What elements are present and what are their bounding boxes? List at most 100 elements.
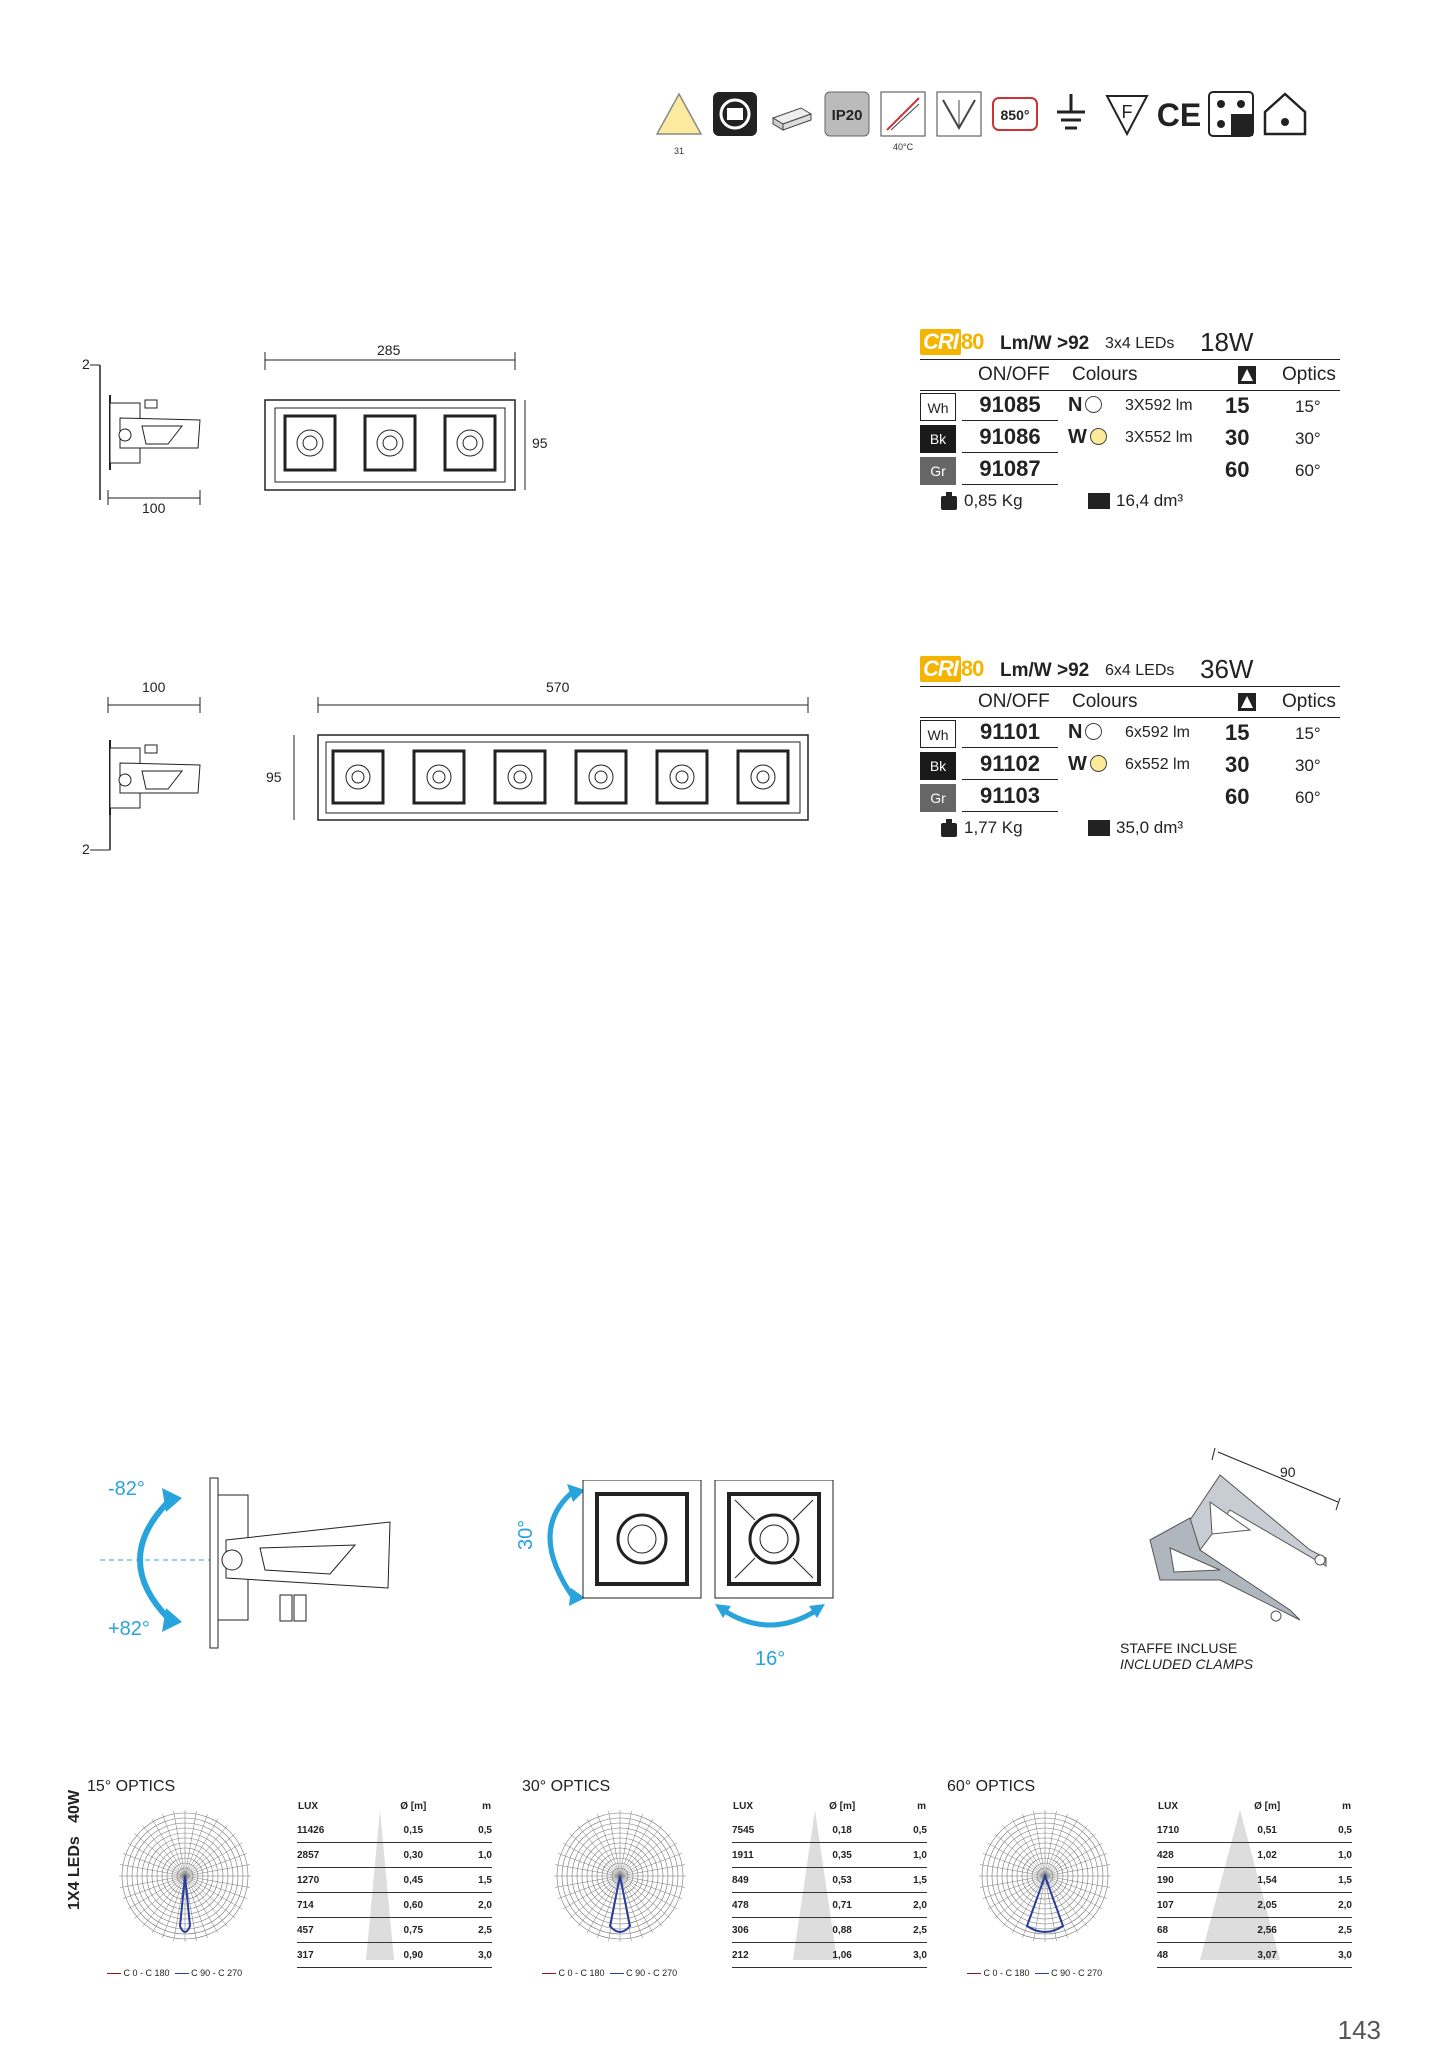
polar-spoke	[162, 1813, 186, 1877]
legend-a: C 0 - C 180	[983, 1968, 1030, 1978]
lux-header: Ø [m]	[829, 1800, 856, 1812]
product-code: 91102	[962, 751, 1058, 780]
polar-spoke	[1044, 1875, 1111, 1888]
swatch-grey: Gr	[920, 457, 956, 485]
polar-legend: C 0 - C 180 C 90 - C 270	[967, 1968, 1102, 1978]
polar-spoke	[586, 1818, 621, 1877]
polar-curve-c90	[1025, 1873, 1065, 1933]
lux-cell: 0,18	[799, 1818, 885, 1843]
neutral-circle-icon	[1085, 723, 1103, 740]
polar-spoke	[122, 1875, 186, 1899]
side-label-leds: 1X4 LEDs	[66, 1836, 83, 1910]
polar-spoke	[619, 1810, 632, 1877]
technical-drawing-2: 100 570 95 2	[70, 665, 830, 865]
col-onoff: ON/OFF	[978, 691, 1050, 712]
lux-cell: 107	[1157, 1892, 1225, 1918]
lux-cell: 2,56	[1224, 1917, 1310, 1943]
polar-spoke	[184, 1842, 243, 1877]
optic-degrees: 30°	[1295, 756, 1321, 775]
colour-letter: W	[1068, 753, 1087, 775]
warm-circle-icon	[1089, 428, 1107, 445]
lux-cell: 2,5	[1309, 1917, 1352, 1943]
polar-spoke	[994, 1875, 1046, 1919]
lux-cell: 317	[297, 1942, 374, 1968]
polar-spoke	[1044, 1833, 1096, 1877]
polar-spoke	[184, 1818, 219, 1877]
polar-diagram	[119, 1810, 251, 1942]
polar-spoke	[557, 1853, 621, 1877]
lux-cell: 1911	[732, 1842, 800, 1868]
lux-header: m	[482, 1800, 491, 1812]
optic-code: 60	[1225, 457, 1250, 482]
lux-cell: 306	[732, 1917, 800, 1943]
dim-small-1: 2	[82, 356, 90, 372]
cri-label: CRI	[920, 656, 961, 682]
polar-spoke	[184, 1875, 228, 1927]
polar-spoke	[577, 1825, 621, 1877]
optic-code: 15	[1225, 393, 1250, 418]
lux-cell: 0,60	[373, 1892, 453, 1918]
dimming-icon	[935, 90, 983, 138]
polar-spoke	[569, 1833, 621, 1877]
lux-cell: 2,05	[1224, 1892, 1310, 1918]
icon-label-31: 31	[674, 146, 685, 156]
legend-b: C 90 - C 270	[626, 1968, 678, 1978]
polar-spoke	[597, 1875, 621, 1939]
lux-header: LUX	[1158, 1800, 1178, 1812]
swatch-grey: Gr	[920, 784, 956, 812]
polar-spoke	[184, 1875, 236, 1919]
optic-code: 60	[1225, 784, 1250, 809]
lux-cell: 0,35	[799, 1842, 885, 1868]
optics-title: 30° OPTICS	[522, 1778, 611, 1795]
lux-cell: 1270	[297, 1867, 374, 1893]
polar-spoke	[554, 1864, 621, 1877]
polar-spoke	[1044, 1875, 1096, 1919]
cri-value: 80	[960, 329, 985, 354]
lux-cell: 1,5	[884, 1867, 927, 1893]
polar-spoke	[184, 1853, 248, 1877]
temp-850-text: 850°	[1001, 107, 1030, 123]
polar-spoke	[1044, 1842, 1103, 1877]
temp-850-icon: 850°	[991, 90, 1039, 138]
swatch-black: Bk	[920, 752, 956, 780]
lux-header: m	[1342, 1800, 1351, 1812]
side-label: 1X4 LEDs 40W	[66, 1760, 84, 1910]
lux-cell: 0,71	[799, 1892, 885, 1918]
product-code: 91086	[962, 424, 1058, 453]
polar-spoke	[184, 1875, 251, 1888]
wattage: 36W	[1200, 654, 1254, 684]
polar-spoke	[994, 1833, 1046, 1877]
table-row: Wh 91085 N 3X592 lm 15 15°	[920, 391, 1340, 423]
lux-cell: 3,07	[1224, 1942, 1310, 1968]
polar-spoke	[619, 1875, 654, 1934]
product-code: 91087	[962, 456, 1058, 485]
polar-spoke	[1002, 1875, 1046, 1927]
lux-cell: 0,53	[799, 1867, 885, 1893]
lux-cell: 0,88	[799, 1917, 885, 1943]
clamps-text-en: INCLUDED CLAMPS	[1120, 1656, 1254, 1672]
lumen: 3X552 lm	[1125, 429, 1193, 446]
polar-spoke	[619, 1825, 663, 1877]
polar-spoke	[1044, 1875, 1103, 1910]
optic-degrees: 60°	[1295, 461, 1321, 480]
table-row: Gr 91087 60 60°	[920, 455, 1340, 487]
product-code: 91103	[962, 783, 1058, 812]
polar-spoke	[184, 1825, 228, 1877]
weight-icon	[940, 818, 958, 843]
dim-small-2: 2	[82, 841, 90, 857]
polar-spoke	[119, 1875, 186, 1888]
led-config: 3x4 LEDs	[1105, 335, 1175, 352]
colour-letter: N	[1068, 721, 1083, 743]
lux-header: LUX	[733, 1800, 753, 1812]
lux-cell: 190	[1157, 1867, 1225, 1893]
legend-b: C 90 - C 270	[191, 1968, 243, 1978]
